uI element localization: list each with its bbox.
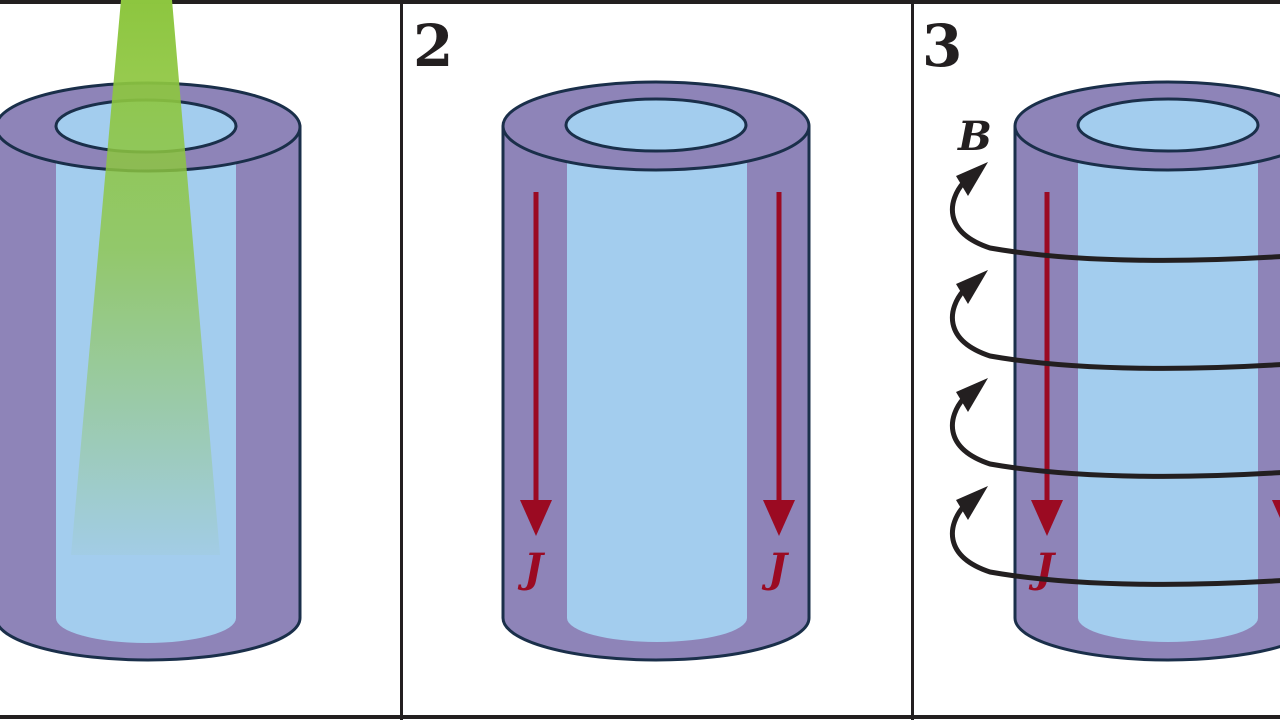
magnetic-field-arrowhead-1 [956,162,988,196]
current-arrow-right [1272,500,1280,518]
current-arrow-left [1031,192,1063,536]
panel-2: 2 J J [413,12,811,662]
magnetic-field-arrowhead-3 [956,378,988,412]
magnetic-field-arrowhead-2 [956,270,988,304]
cylinder-3 [1013,80,1280,662]
magnetic-field-loop-1 [950,180,1280,263]
magnetic-field-arrowhead-4 [956,486,988,520]
current-arrow-right [763,192,795,536]
magnetic-field-loop-4 [950,504,1280,587]
panel-3: 3 J B [922,12,1280,662]
current-arrow-left [520,192,552,536]
inner-core-body [1078,127,1258,642]
magnetic-field-label: B [957,113,992,160]
panel-2-label: 2 [413,12,453,80]
green-beam [71,0,220,555]
inner-top-rim [1076,97,1260,153]
panel-1 [0,0,302,662]
magnetic-field-loop-3 [950,396,1280,479]
panel-3-label: 3 [922,12,962,80]
magnetic-field-loop-2 [950,288,1280,371]
inner-top-rim [564,97,748,153]
cylinder-2 [501,80,811,662]
inner-core-body [567,127,747,642]
